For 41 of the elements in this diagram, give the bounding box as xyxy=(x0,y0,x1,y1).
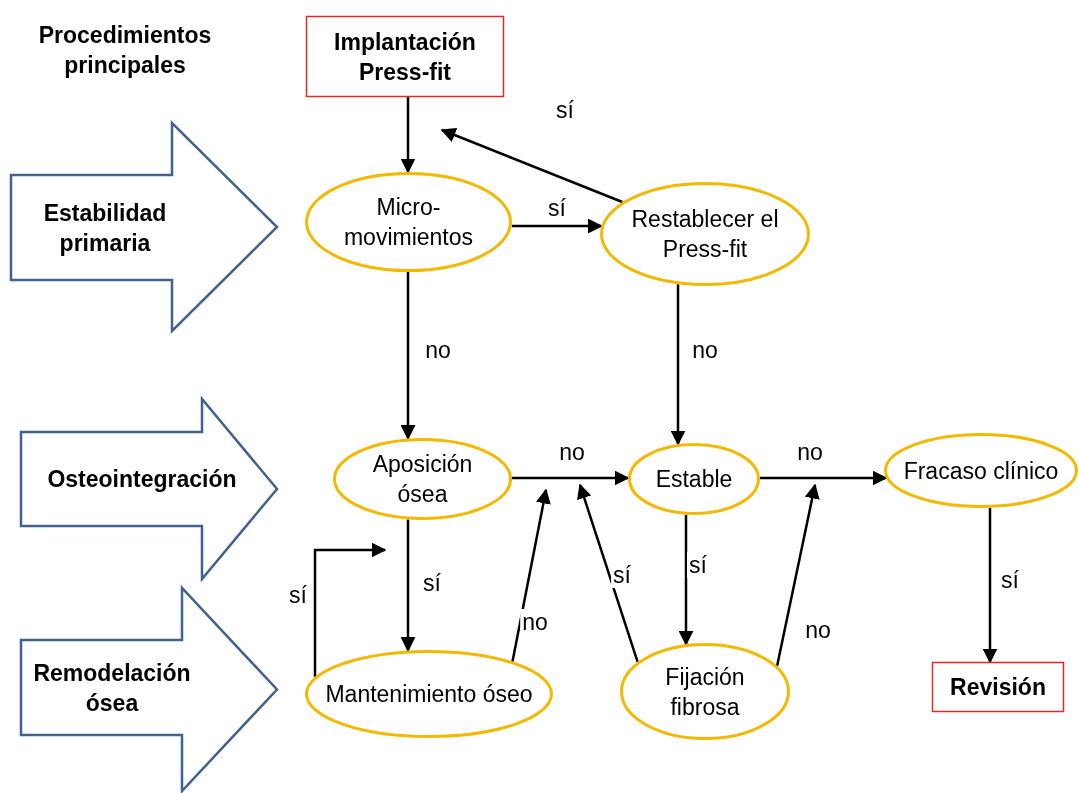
ellipse-node xyxy=(628,443,760,515)
node-text: Estable xyxy=(655,465,733,494)
ellipse-node xyxy=(333,438,512,520)
node-text: Aposición ósea xyxy=(371,450,474,509)
edge-label: sí xyxy=(611,562,633,588)
arrow xyxy=(512,470,630,486)
node-text: Osteointegración xyxy=(47,465,237,494)
phase-banner xyxy=(10,122,278,332)
node-text: Revisión xyxy=(950,673,1046,702)
phase-banner xyxy=(20,398,278,580)
ellipse-node xyxy=(884,433,1078,508)
arrow xyxy=(400,272,416,440)
arrow xyxy=(400,97,416,174)
node-text: Remodelación ósea xyxy=(32,658,192,718)
arrow xyxy=(760,470,888,486)
node-text: Implantación Press-fit xyxy=(333,27,477,87)
ellipse-node xyxy=(305,650,553,738)
node-text: Estabilidad primaria xyxy=(42,198,168,258)
node-text: Fijación fibrosa xyxy=(664,662,746,722)
node-text: Mantenimiento óseo xyxy=(325,680,533,709)
arrow xyxy=(678,514,694,646)
arrow xyxy=(670,284,686,446)
node-text: Restablecer el Press-fit xyxy=(630,205,780,264)
arrow xyxy=(313,542,387,677)
process-box xyxy=(932,662,1064,712)
process-box xyxy=(306,16,504,97)
node-text: Fracaso clínico xyxy=(903,456,1059,486)
arrow xyxy=(577,483,639,663)
arrow xyxy=(982,507,998,664)
arrow xyxy=(400,519,416,653)
phase-banner xyxy=(20,587,278,792)
ellipse-node xyxy=(305,172,512,272)
arrow xyxy=(440,128,623,204)
column-heading: Procedimientos principales xyxy=(37,21,213,80)
node-text: Micro- movimientos xyxy=(342,193,475,252)
arrow xyxy=(511,218,603,234)
arrow xyxy=(775,483,820,667)
edge-label: sí xyxy=(687,552,709,578)
ellipse-node xyxy=(620,643,790,740)
arrow xyxy=(511,488,551,662)
ellipse-node xyxy=(600,182,810,286)
